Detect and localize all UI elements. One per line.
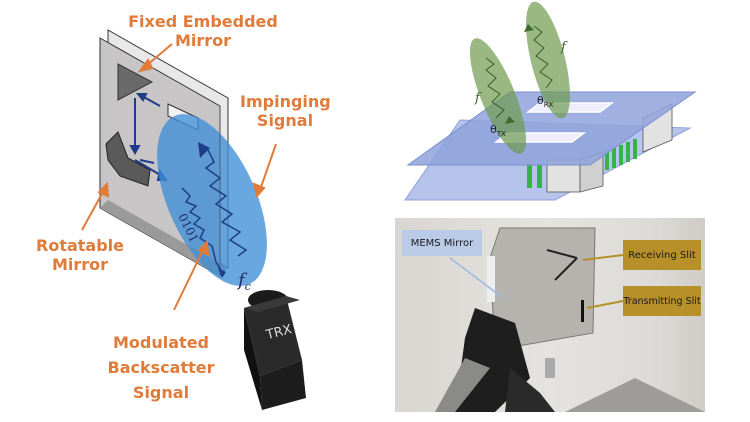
modulated-label-line1: Modulated xyxy=(113,333,209,352)
fixed-mirror-label: Fixed Embedded Mirror xyxy=(128,12,278,50)
modulated-wave xyxy=(181,187,226,278)
right-diagram xyxy=(404,1,697,201)
impinging-wave xyxy=(198,142,248,257)
theta-tx-label: θTX xyxy=(490,123,506,138)
label-pointers xyxy=(81,43,277,311)
rotatable-label-line1: Rotatable xyxy=(36,236,124,255)
rx-frequency-symbol: f xyxy=(560,40,568,55)
upper-plate xyxy=(406,91,697,166)
impinging-signal-label: Impinging Signal xyxy=(240,92,331,130)
trx-device xyxy=(244,290,306,410)
modulated-signal-label: Modulated Backscatter Signal xyxy=(106,330,216,405)
green-stripes xyxy=(527,139,637,188)
trx-label: TRX xyxy=(264,322,294,343)
fixed-mirror-label-line2: Mirror xyxy=(174,31,232,50)
fixed-mirror-label-line1: Fixed Embedded xyxy=(128,12,278,31)
metal-plate xyxy=(489,227,596,351)
modulated-label-line2: Backscatter xyxy=(107,358,215,377)
fixed-mirror-triangle xyxy=(117,63,154,101)
rotatable-mirror-shape xyxy=(105,131,151,187)
transmitting-slit-tag: Transmitting Slit xyxy=(623,286,701,316)
impinging-beam xyxy=(157,114,267,286)
rotatable-mirror-label: Rotatable Mirror xyxy=(30,236,130,274)
impinging-label-line2: Signal xyxy=(256,111,314,130)
mems-mirror-tag: MEMS Mirror xyxy=(402,230,482,256)
theta-rx-label: θRX xyxy=(537,94,554,109)
receiving-slit-tag: Receiving Slit xyxy=(623,240,701,270)
prototype-photo: MEMS Mirror Receiving Slit Transmitting … xyxy=(395,218,705,412)
impinging-label-line1: Impinging xyxy=(240,92,331,111)
rx-beam xyxy=(526,1,570,119)
photo-scene xyxy=(435,227,705,412)
rotatable-label-line2: Mirror xyxy=(51,255,109,274)
tx-frequency-symbol: f xyxy=(474,91,482,106)
modulated-label-line3: Signal xyxy=(132,383,190,402)
